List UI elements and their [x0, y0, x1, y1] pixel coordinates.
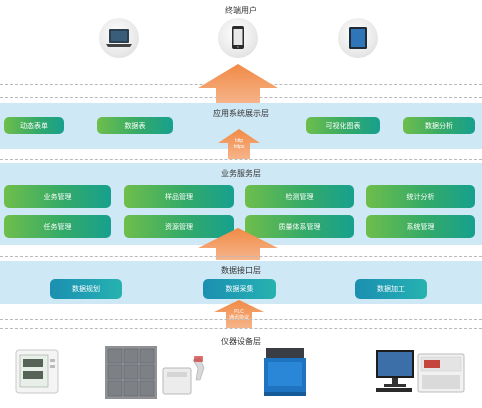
arrow-label-plc: PLC 通讯协议 [224, 309, 254, 321]
arrow-label-plc-line2: 通讯协议 [228, 315, 249, 321]
app-item-data-table[interactable]: 数据表 [97, 117, 173, 134]
interface-item-data-planning[interactable]: 数据规划 [50, 279, 122, 299]
arrow-label-http: http https [224, 138, 254, 150]
cabinet [105, 346, 157, 399]
biz-item-task-mgmt[interactable]: 任务管理 [4, 215, 111, 238]
app-item-data-analysis[interactable]: 数据分析 [403, 117, 475, 134]
up-arrow-plc [214, 300, 264, 328]
biz-item-system-mgmt[interactable]: 系统管理 [366, 215, 475, 238]
up-arrow-http [218, 129, 260, 159]
biz-item-test-mgmt[interactable]: 检测管理 [245, 185, 354, 208]
biz-item-business-mgmt[interactable]: 业务管理 [4, 185, 111, 208]
up-arrow-2 [198, 228, 278, 260]
app-layer-title: 应用系统展示层 [213, 109, 269, 118]
biz-item-statistics[interactable]: 统计分析 [366, 185, 475, 208]
interface-item-data-processing[interactable]: 数据加工 [355, 279, 427, 299]
interface-item-data-collection[interactable]: 数据采集 [203, 279, 276, 299]
app-item-visual-chart[interactable]: 可视化图表 [306, 117, 380, 134]
ipad-icon [338, 18, 378, 58]
laptop-icon [99, 18, 139, 58]
up-arrow-1 [198, 64, 278, 104]
tablet-icon [218, 18, 258, 58]
biz-item-quality-mgmt[interactable]: 质量体系管理 [245, 215, 354, 238]
users-layer-title: 终端用户 [225, 6, 257, 15]
arrow-label-plc-line1: PLC [234, 309, 244, 315]
computer-instrument [376, 350, 465, 393]
biz-item-sample-mgmt[interactable]: 样品管理 [124, 185, 234, 208]
arrow-label-http-line2: https [233, 144, 245, 150]
business-layer-title: 业务服务层 [221, 169, 261, 178]
app-item-dynamic-form[interactable]: 动态表单 [4, 117, 64, 134]
interface-layer-title: 数据接口层 [221, 266, 261, 275]
devices-layer-title: 仪器设备层 [221, 337, 261, 346]
arrow-label-http-line1: http [234, 138, 244, 144]
lab-machine [264, 348, 306, 396]
thermometer-display [15, 349, 59, 394]
biz-item-resource-mgmt[interactable]: 资源管理 [124, 215, 234, 238]
label-printer [162, 356, 205, 395]
